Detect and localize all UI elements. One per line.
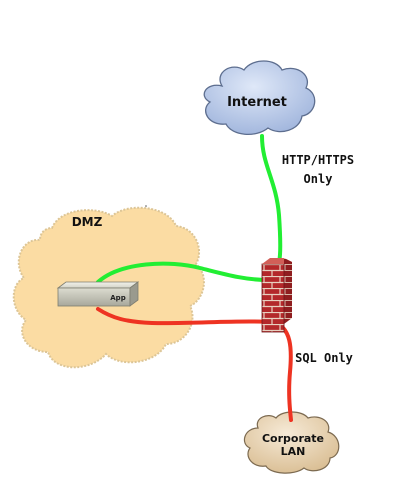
corporate-lan-label-line1: Corporate: [262, 432, 324, 445]
internet-link-label-line1: HTTP/HTTPS: [282, 153, 354, 167]
sql-link-label: SQL Only: [295, 351, 353, 365]
app-server-icon: App: [56, 281, 140, 307]
app-label: App: [110, 294, 125, 302]
internet-cloud: Internet: [203, 60, 316, 135]
corporate-lan-cloud: Corporate LAN: [243, 411, 340, 474]
internet-label: Internet: [227, 95, 287, 110]
internet-link-label-line2: Only: [304, 172, 333, 186]
dmz-label: DMZ: [72, 215, 103, 229]
corporate-lan-label-line2: LAN: [281, 445, 306, 458]
stray-dot: [145, 205, 147, 207]
app-to-firewall-link: [96, 261, 270, 284]
firewall-icon: [261, 258, 292, 333]
